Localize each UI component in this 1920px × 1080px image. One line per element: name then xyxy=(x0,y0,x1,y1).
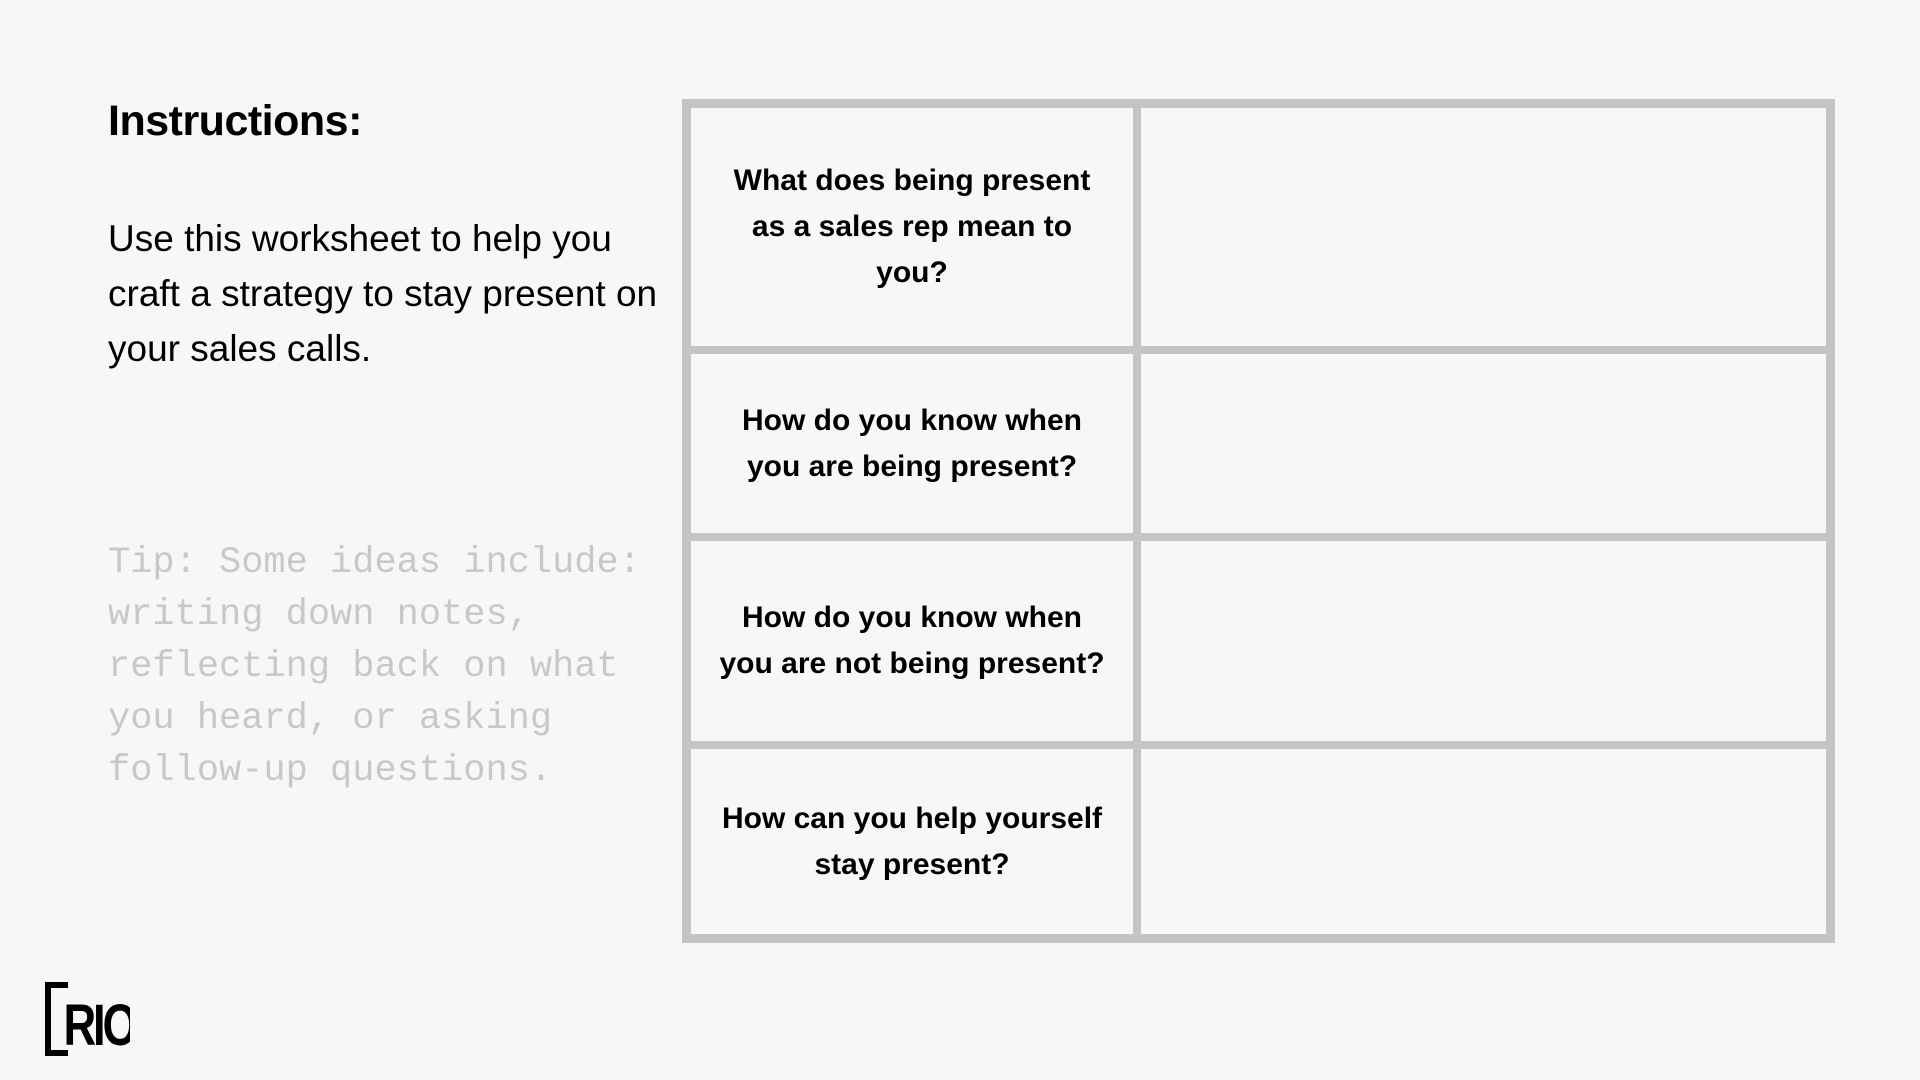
question-cell: How do you know when you are not being p… xyxy=(682,533,1141,749)
question-cell: What does being present as a sales rep m… xyxy=(682,99,1141,354)
worksheet-row: How can you help yourself stay present? xyxy=(682,741,1835,943)
question-text: How do you know when you are being prese… xyxy=(742,403,1082,483)
answer-cell[interactable] xyxy=(1133,346,1835,541)
question-cell: How can you help yourself stay present? xyxy=(682,741,1141,943)
answer-cell[interactable] xyxy=(1133,99,1835,354)
instructions-body: Use this worksheet to help you craft a s… xyxy=(108,218,658,369)
tip-text: Tip: Some ideas include: writing down no… xyxy=(108,542,641,792)
worksheet-row: How do you know when you are not being p… xyxy=(682,533,1835,749)
answer-cell[interactable] xyxy=(1133,741,1835,943)
rio-logo: RIO xyxy=(45,982,130,1057)
question-text: How do you know when you are not being p… xyxy=(719,601,1105,680)
instructions-title: Instructions: xyxy=(108,97,362,145)
worksheet-table: What does being present as a sales rep m… xyxy=(682,99,1835,943)
answer-cell[interactable] xyxy=(1133,533,1835,749)
question-cell: How do you know when you are being prese… xyxy=(682,346,1141,541)
logo-text: RIO xyxy=(63,994,130,1057)
worksheet-row: How do you know when you are being prese… xyxy=(682,346,1835,541)
question-text: What does being present as a sales rep m… xyxy=(733,164,1091,289)
question-text: How can you help yourself stay present? xyxy=(721,801,1103,881)
worksheet-row: What does being present as a sales rep m… xyxy=(682,99,1835,354)
